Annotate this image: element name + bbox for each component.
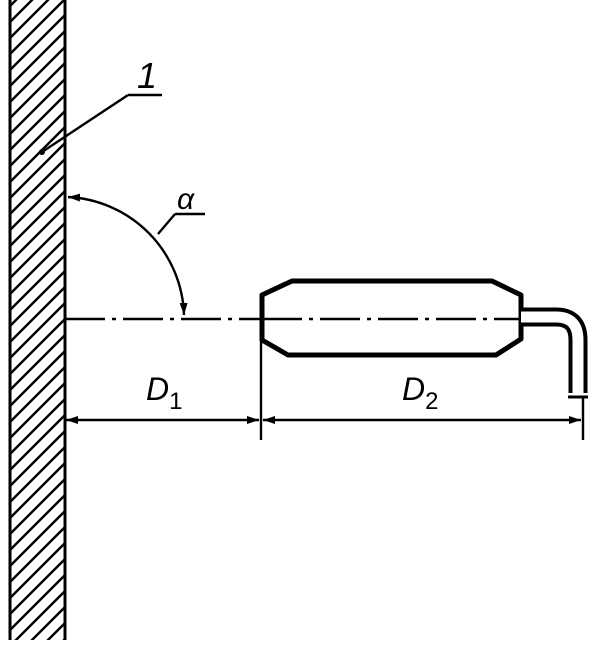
dimension-label-d1: D1 — [146, 371, 182, 415]
d2-symbol: D — [402, 371, 425, 407]
callout-leader — [39, 93, 162, 155]
d1-symbol: D — [146, 371, 169, 407]
wall — [8, 0, 67, 640]
angle-label: α — [177, 183, 195, 216]
angle-arc — [67, 193, 188, 316]
dimension-label-d2: D2 — [402, 371, 438, 415]
callout-number: 1 — [137, 55, 157, 96]
d1-subscript: 1 — [169, 388, 182, 415]
sensor-cable-inner — [521, 311, 584, 393]
angle-leader — [157, 213, 176, 235]
d2-subscript: 2 — [425, 388, 438, 415]
sensor-cable — [521, 307, 588, 393]
